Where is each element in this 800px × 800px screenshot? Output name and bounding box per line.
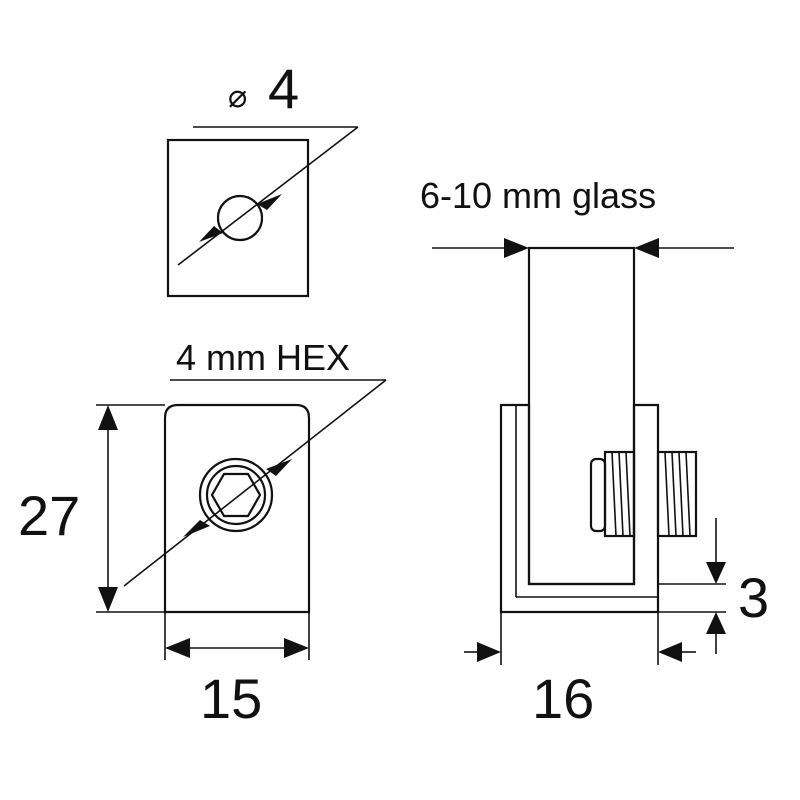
glass-arrow-left <box>504 238 529 258</box>
hex-bolt-outer-ring <box>198 457 274 533</box>
width-value: 15 <box>200 667 262 730</box>
hex-arrow-upper <box>266 459 292 476</box>
hex-bolt-inner-ring <box>205 464 267 526</box>
top-view: ⌀ 4 <box>166 57 359 298</box>
clamp-screw <box>589 450 698 538</box>
diameter-arrow-upper <box>257 194 282 210</box>
side-width-arrow-right <box>658 642 682 662</box>
width-arrow-left <box>165 638 190 658</box>
thickness-arrow-bottom <box>706 612 726 634</box>
side-width-value: 16 <box>532 667 594 730</box>
top-view-hole <box>216 194 264 242</box>
height-arrow-bottom <box>98 587 118 612</box>
hex-socket-icon <box>210 472 262 518</box>
height-arrow-top <box>98 405 118 430</box>
screw-thread <box>611 451 691 537</box>
hex-label: 4 mm HEX <box>176 337 350 378</box>
screw-shank-outer <box>656 450 698 538</box>
hex-leader-line <box>123 379 387 587</box>
top-view-plate <box>166 138 310 298</box>
side-width-arrow-left <box>477 642 501 662</box>
thickness-arrow-top <box>706 562 726 584</box>
front-view: 4 mm HEX 27 15 <box>18 337 387 730</box>
screw-pad <box>589 457 607 533</box>
thickness-value: 3 <box>738 566 769 629</box>
clamp-u-channel <box>499 403 660 614</box>
front-view-body <box>163 403 311 614</box>
glass-label: 6-10 mm glass <box>420 175 656 216</box>
diameter-value: 4 <box>268 57 299 120</box>
diameter-leader-line <box>177 126 359 266</box>
diameter-symbol: ⌀ <box>228 78 247 114</box>
hex-arrow-lower <box>183 520 210 537</box>
side-view: 6-10 mm glass 3 16 <box>420 175 769 730</box>
glass-panel <box>527 246 636 586</box>
glass-arrow-right <box>634 238 659 258</box>
height-value: 27 <box>18 484 80 547</box>
diameter-arrow-lower <box>199 226 223 242</box>
width-arrow-right <box>284 638 309 658</box>
